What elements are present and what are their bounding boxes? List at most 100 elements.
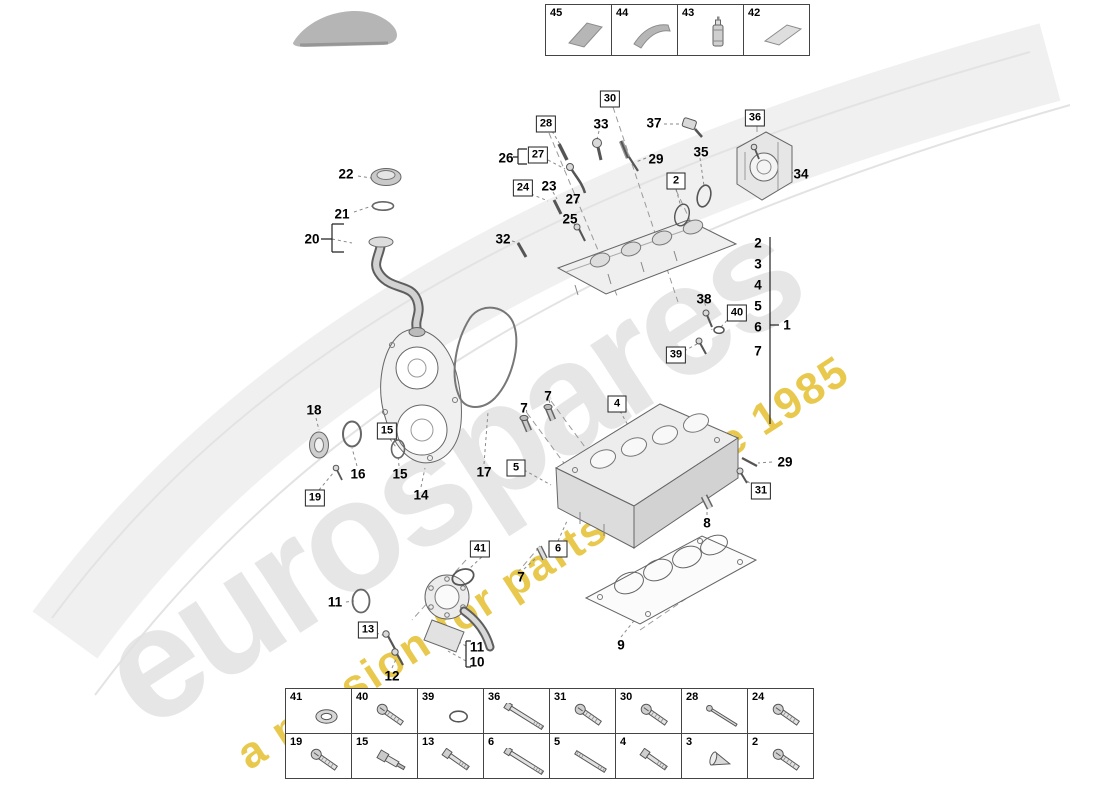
screw-icon — [633, 703, 680, 730]
part-number: 4 — [620, 736, 627, 748]
callout-38[interactable]: 38 — [696, 291, 712, 307]
timing-cover — [380, 328, 462, 464]
part-cell-41[interactable]: 41 — [286, 689, 352, 733]
callout-7[interactable]: 7 — [544, 388, 552, 404]
callout-33[interactable]: 33 — [593, 116, 609, 132]
callout-4[interactable]: 4 — [754, 277, 762, 293]
callout-35[interactable]: 35 — [693, 144, 709, 160]
part-cell-31[interactable]: 31 — [550, 689, 616, 733]
screw-icon — [369, 703, 416, 730]
part-number: 31 — [554, 691, 567, 703]
legend-item-44[interactable]: 44 — [612, 5, 678, 55]
seal-rings — [309, 420, 406, 459]
part-number: 30 — [620, 691, 633, 703]
screw-icon — [303, 748, 350, 775]
callout-20[interactable]: 20 — [304, 231, 320, 247]
callout-21[interactable]: 21 — [334, 206, 350, 222]
callout-23[interactable]: 23 — [541, 178, 557, 194]
part-cell-5[interactable]: 5 — [550, 734, 616, 778]
coolant-housing — [351, 574, 495, 653]
callout-1[interactable]: 1 — [783, 317, 791, 333]
callout-19[interactable]: 19 — [304, 489, 326, 507]
part-number: 3 — [686, 736, 693, 748]
washer-icon — [303, 703, 350, 730]
callout-2[interactable]: 2 — [666, 172, 686, 190]
callout-22[interactable]: 22 — [338, 166, 354, 182]
pin-icon — [699, 703, 746, 730]
part-cell-30[interactable]: 30 — [616, 689, 682, 733]
callout-6[interactable]: 6 — [754, 319, 762, 335]
callout-13[interactable]: 13 — [357, 621, 379, 639]
legend-item-45[interactable]: 45 — [546, 5, 612, 55]
part-number: 2 — [752, 736, 759, 748]
callout-24[interactable]: 24 — [512, 179, 534, 197]
part-cell-28[interactable]: 28 — [682, 689, 748, 733]
callout-26[interactable]: 26 — [498, 150, 514, 166]
part-cell-39[interactable]: 39 — [418, 689, 484, 733]
callout-5[interactable]: 5 — [506, 459, 526, 477]
callout-8[interactable]: 8 — [703, 515, 711, 531]
part-number: 43 — [682, 7, 695, 19]
part-cell-4[interactable]: 4 — [616, 734, 682, 778]
callout-5[interactable]: 5 — [754, 298, 762, 314]
screw-icon — [765, 748, 812, 775]
part-cell-2[interactable]: 2 — [748, 734, 813, 778]
callout-27[interactable]: 27 — [565, 191, 581, 207]
callout-12[interactable]: 12 — [384, 668, 400, 684]
callout-16[interactable]: 16 — [350, 466, 366, 482]
legend-item-43[interactable]: 43 — [678, 5, 744, 55]
callout-7[interactable]: 7 — [517, 569, 525, 585]
callout-4[interactable]: 4 — [607, 395, 627, 413]
callout-3[interactable]: 3 — [754, 256, 762, 272]
callout-37[interactable]: 37 — [646, 115, 662, 131]
part-cell-15[interactable]: 15 — [352, 734, 418, 778]
callout-32[interactable]: 32 — [495, 231, 511, 247]
callout-34[interactable]: 34 — [793, 166, 809, 182]
part-number: 6 — [488, 736, 495, 748]
callout-25[interactable]: 25 — [562, 211, 578, 227]
callout-29[interactable]: 29 — [777, 454, 793, 470]
part-cell-19[interactable]: 19 — [286, 734, 352, 778]
callout-11[interactable]: 11 — [469, 639, 485, 655]
callout-14[interactable]: 14 — [413, 487, 429, 503]
callout-39[interactable]: 39 — [665, 346, 687, 364]
part-number: 45 — [550, 7, 563, 19]
callout-31[interactable]: 31 — [750, 482, 772, 500]
part-cell-3[interactable]: 3 — [682, 734, 748, 778]
callout-18[interactable]: 18 — [306, 402, 322, 418]
part-number: 39 — [422, 691, 435, 703]
callout-41[interactable]: 41 — [469, 540, 491, 558]
callout-7[interactable]: 7 — [520, 400, 528, 416]
callout-10[interactable]: 10 — [469, 654, 485, 670]
callout-27[interactable]: 27 — [527, 146, 549, 164]
callout-7[interactable]: 7 — [754, 343, 762, 359]
callout-9[interactable]: 9 — [617, 637, 625, 653]
callout-11[interactable]: 11 — [327, 594, 343, 610]
callout-15[interactable]: 15 — [392, 466, 408, 482]
part-cell-13[interactable]: 13 — [418, 734, 484, 778]
callout-15[interactable]: 15 — [376, 422, 398, 440]
screw-icon — [567, 703, 614, 730]
part-cell-24[interactable]: 24 — [748, 689, 813, 733]
legend-item-42[interactable]: 42 — [744, 5, 809, 55]
callout-17[interactable]: 17 — [476, 464, 492, 480]
callout-6[interactable]: 6 — [548, 540, 568, 558]
part-cell-36[interactable]: 36 — [484, 689, 550, 733]
cover-gasket — [453, 306, 518, 408]
callout-40[interactable]: 40 — [726, 304, 748, 322]
part-number: 36 — [488, 691, 501, 703]
screw-icon — [765, 703, 812, 730]
callout-28[interactable]: 28 — [535, 115, 557, 133]
callout-29[interactable]: 29 — [648, 151, 664, 167]
part-cell-6[interactable]: 6 — [484, 734, 550, 778]
part-cell-40[interactable]: 40 — [352, 689, 418, 733]
callout-30[interactable]: 30 — [599, 90, 621, 108]
callout-36[interactable]: 36 — [744, 109, 766, 127]
callout-2[interactable]: 2 — [754, 235, 762, 251]
